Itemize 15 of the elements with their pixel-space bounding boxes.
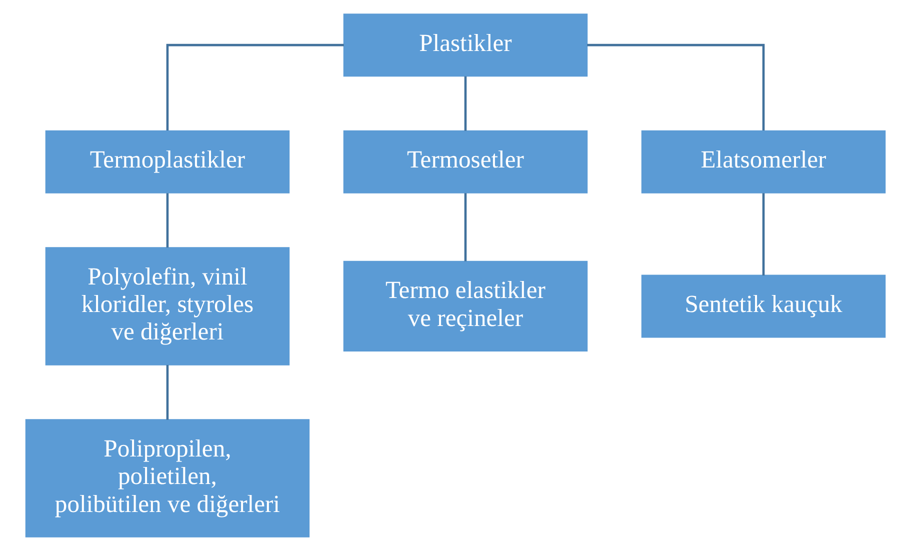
connector (464, 193, 466, 262)
connector (166, 193, 168, 248)
connector (464, 76, 466, 131)
connector (586, 44, 764, 131)
connector (166, 44, 344, 131)
node-box: Plastikler (342, 14, 588, 77)
connector (762, 193, 764, 276)
node-box: Termo elastikler ve reçineler (342, 260, 588, 352)
node-box: Polipropilen, polietilen, polibütilen ve diğerleri (24, 419, 310, 538)
connector (166, 364, 168, 420)
node-box: Termosetler (342, 130, 588, 194)
node-box: Elatsomerler (640, 130, 886, 194)
node-box: Sentetik kauçuk (640, 274, 886, 338)
node-box: Termoplastikler (44, 130, 290, 194)
node-box: Polyolefin, vinil kloridler, styroles ve diğerleri (44, 247, 290, 366)
